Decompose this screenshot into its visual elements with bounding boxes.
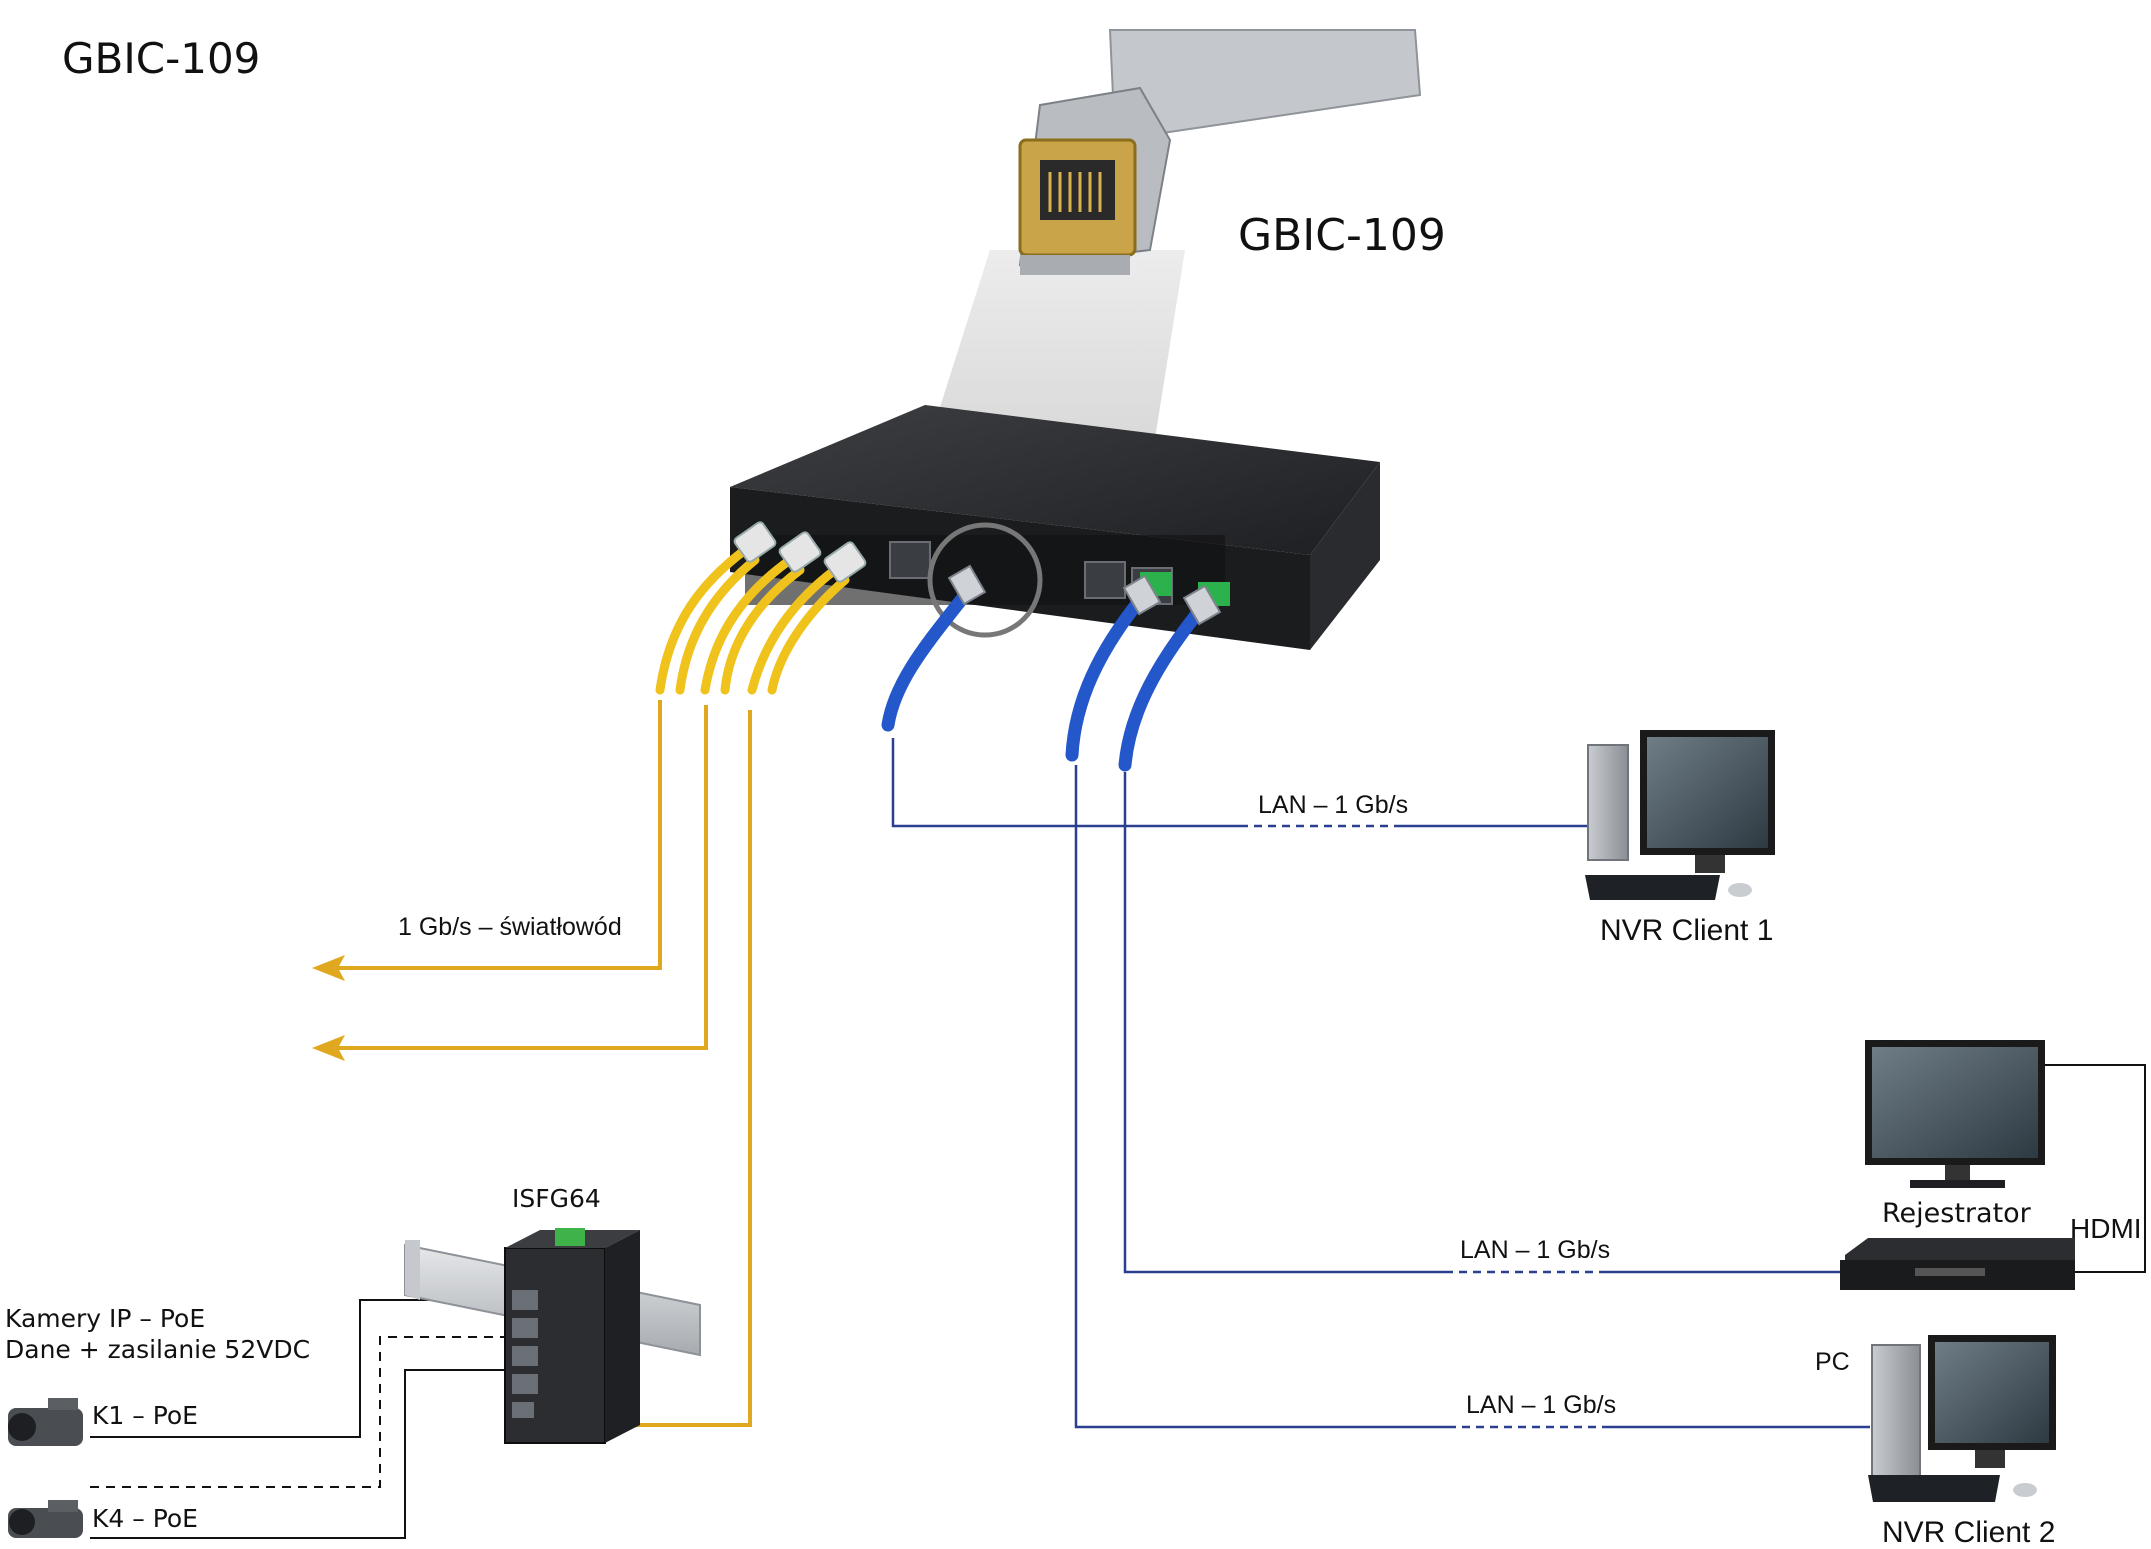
fiber-arrowheads bbox=[312, 955, 345, 1061]
camera-k1-label: K1 – PoE bbox=[92, 1401, 198, 1430]
module-label: GBIC-109 bbox=[1238, 210, 1446, 261]
isfg64-label: ISFG64 bbox=[512, 1184, 601, 1213]
fiber-connectors bbox=[733, 521, 867, 583]
sfp-module-illustration bbox=[1018, 29, 1422, 275]
pc-label: PC bbox=[1815, 1348, 1850, 1376]
workstation-nvr1 bbox=[1585, 730, 1775, 900]
camera-k1 bbox=[8, 1398, 83, 1446]
switch-sfg10f8 bbox=[730, 405, 1380, 650]
lan-dashed-segments bbox=[1240, 824, 1610, 1429]
module-highlight-circle bbox=[927, 522, 1043, 638]
fiber-link-label: 1 Gb/s – światłowód bbox=[398, 913, 622, 941]
nvr-client-2-label: NVR Client 2 bbox=[1882, 1516, 2056, 1549]
rj45-plugs bbox=[947, 564, 1222, 626]
isfg64-switch bbox=[504, 1228, 640, 1444]
lan-label-recorder: LAN – 1 Gb/s bbox=[1460, 1236, 1611, 1264]
recorder-label: Rejestrator bbox=[1882, 1198, 2031, 1229]
camera-k4-label: K4 – PoE bbox=[92, 1504, 198, 1533]
recorder-device bbox=[1840, 1238, 2075, 1290]
monitor-rejestrator bbox=[1865, 1040, 2045, 1188]
fiber-patch-cords bbox=[655, 545, 850, 695]
hdmi-line bbox=[2045, 1064, 2146, 1273]
cameras-header-line1: Kamery IP – PoE bbox=[5, 1304, 206, 1333]
lan-lines bbox=[891, 738, 1870, 1429]
workstation-nvr2 bbox=[1868, 1335, 2056, 1502]
blue-patch-cables bbox=[881, 588, 1207, 772]
camera-line-dashed bbox=[90, 1336, 510, 1488]
camera-k4 bbox=[8, 1500, 83, 1538]
hdmi-label: HDMI bbox=[2070, 1213, 2142, 1244]
cameras-header-line2: Dane + zasilanie 52VDC bbox=[5, 1335, 311, 1364]
nvr-client-1-label: NVR Client 1 bbox=[1600, 914, 1774, 947]
lan-label-nvr1: LAN – 1 Gb/s bbox=[1258, 791, 1409, 819]
page-title: GBIC-109 bbox=[62, 34, 261, 83]
lan-label-nvr2: LAN – 1 Gb/s bbox=[1466, 1391, 1617, 1419]
